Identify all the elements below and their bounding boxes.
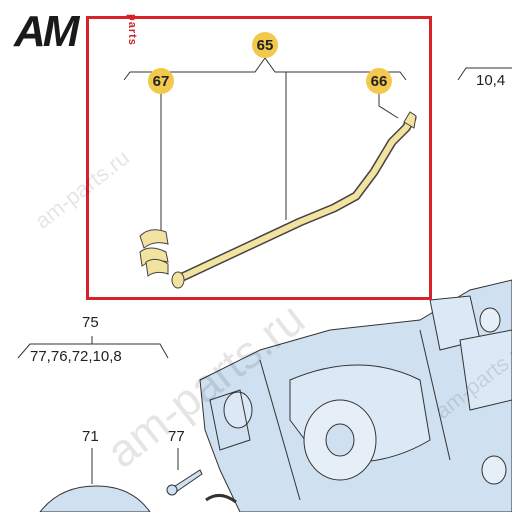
part-71 bbox=[39, 448, 151, 512]
label-77[interactable]: 77 bbox=[168, 428, 185, 445]
label-75-bracket bbox=[17, 336, 169, 359]
gearbox-housing bbox=[199, 279, 512, 512]
bolt-77 bbox=[166, 448, 203, 496]
logo-main-text: AM bbox=[14, 7, 79, 56]
label-75[interactable]: 75 bbox=[82, 314, 99, 331]
label-10-4-bracket bbox=[457, 67, 512, 81]
hose-clip bbox=[139, 229, 169, 277]
label-10-4[interactable]: 10,4 bbox=[476, 72, 506, 89]
callout-65-bracket bbox=[123, 57, 407, 220]
callout-66-leader bbox=[378, 92, 399, 119]
callout-67[interactable]: 67 bbox=[148, 68, 174, 94]
callout-65[interactable]: 65 bbox=[252, 32, 278, 58]
logo-side-text: parts bbox=[126, 14, 138, 46]
coolant-pipe bbox=[171, 111, 417, 289]
label-75-refs: 77,76,72,10,8 bbox=[30, 348, 122, 365]
label-71[interactable]: 71 bbox=[82, 428, 99, 445]
callout-66[interactable]: 66 bbox=[366, 68, 392, 94]
am-parts-logo: AM parts bbox=[14, 10, 144, 60]
highlight-frame bbox=[86, 16, 432, 300]
